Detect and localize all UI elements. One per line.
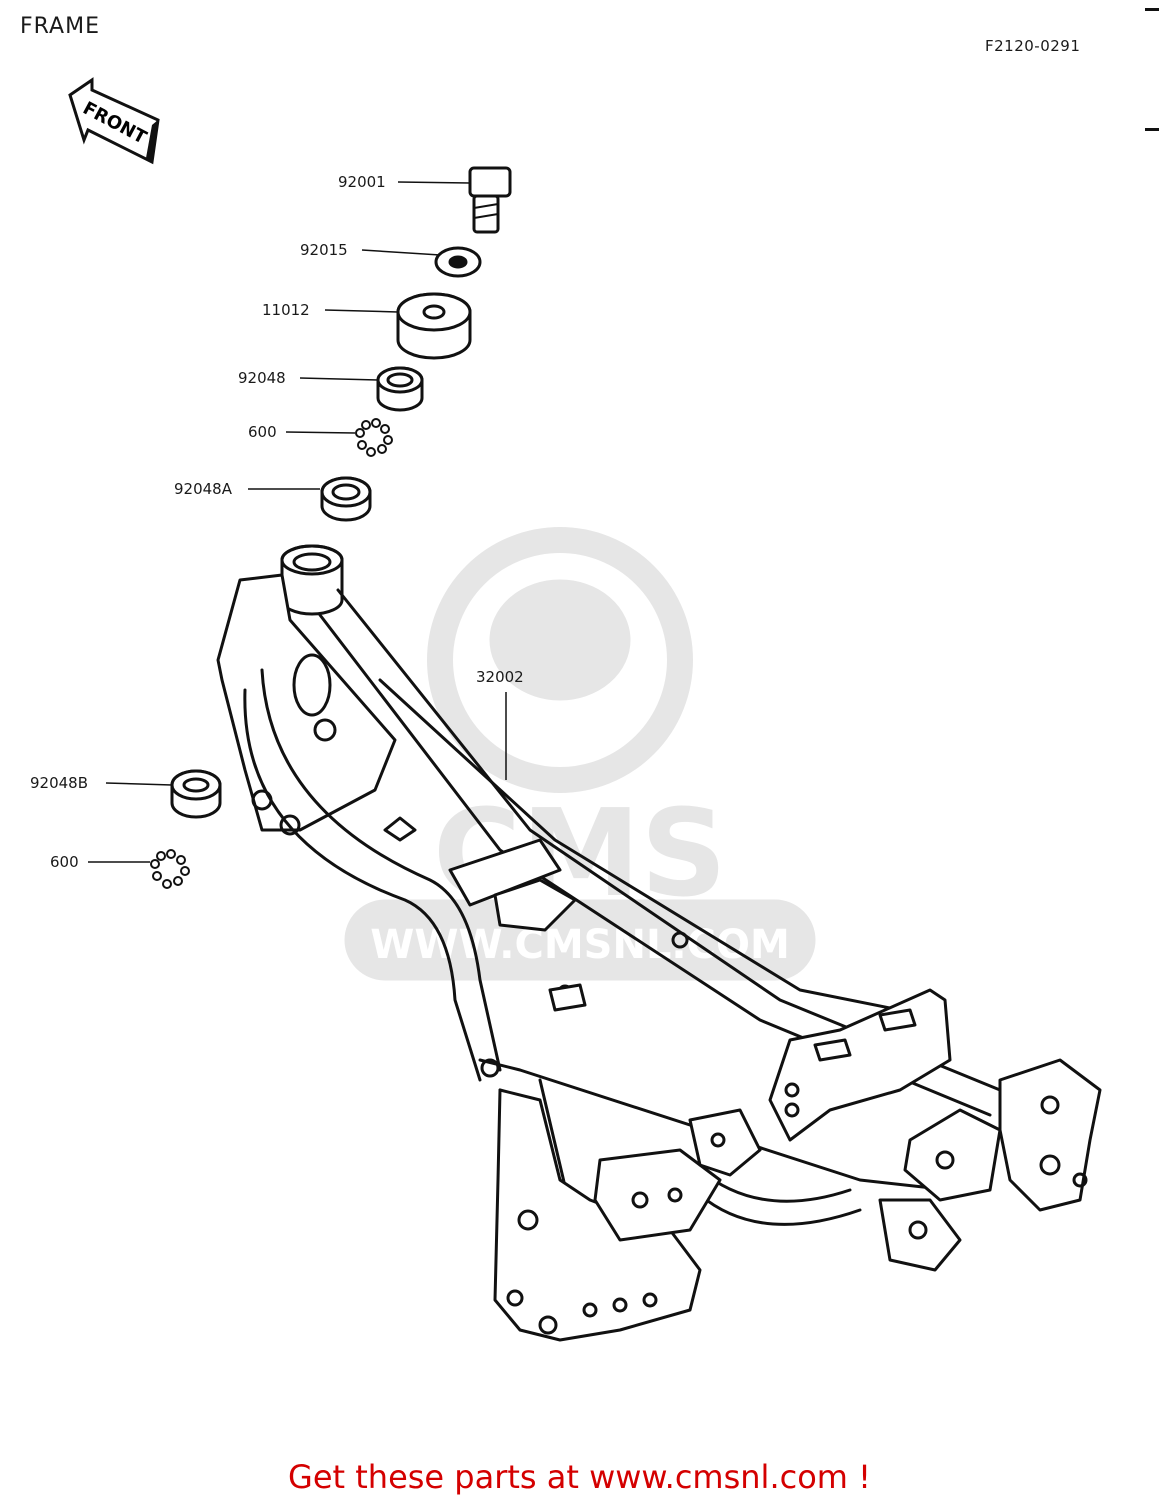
front-arrow-icon: FRONT: [68, 77, 160, 165]
ball-bearing-icon: [355, 418, 393, 457]
part-label-92001: 92001: [338, 173, 386, 191]
leader-lines: [88, 181, 507, 863]
page-title: FRAME: [20, 14, 100, 39]
part-label-11012: 11012: [262, 301, 310, 319]
part-label-600-lower: 600: [50, 853, 79, 871]
washer-icon: [396, 292, 472, 360]
part-label-92048B: 92048B: [30, 774, 88, 792]
part-label-32002: 32002: [476, 668, 524, 686]
footer-cta-link[interactable]: Get these parts at www.cmsnl.com !: [288, 1458, 871, 1496]
part-label-600-upper: 600: [248, 423, 277, 441]
edge-mark: [1145, 8, 1159, 11]
bearing-race-icon: [170, 769, 222, 819]
bolt-icon: [468, 166, 512, 234]
edge-mark: [1145, 128, 1159, 131]
bearing-race-icon: [320, 476, 372, 522]
watermark-logo: CMS WWW.CMSNL.COM: [344, 527, 816, 981]
diagram-code: F2120-0291: [985, 37, 1081, 55]
ball-bearing-icon: [150, 849, 190, 889]
part-label-92048A: 92048A: [174, 480, 233, 498]
part-label-92048: 92048: [238, 369, 286, 387]
nut-icon: [434, 246, 482, 278]
part-label-92015: 92015: [300, 241, 348, 259]
bearing-race-icon: [376, 366, 424, 412]
frame-illustration: [216, 544, 1102, 1342]
